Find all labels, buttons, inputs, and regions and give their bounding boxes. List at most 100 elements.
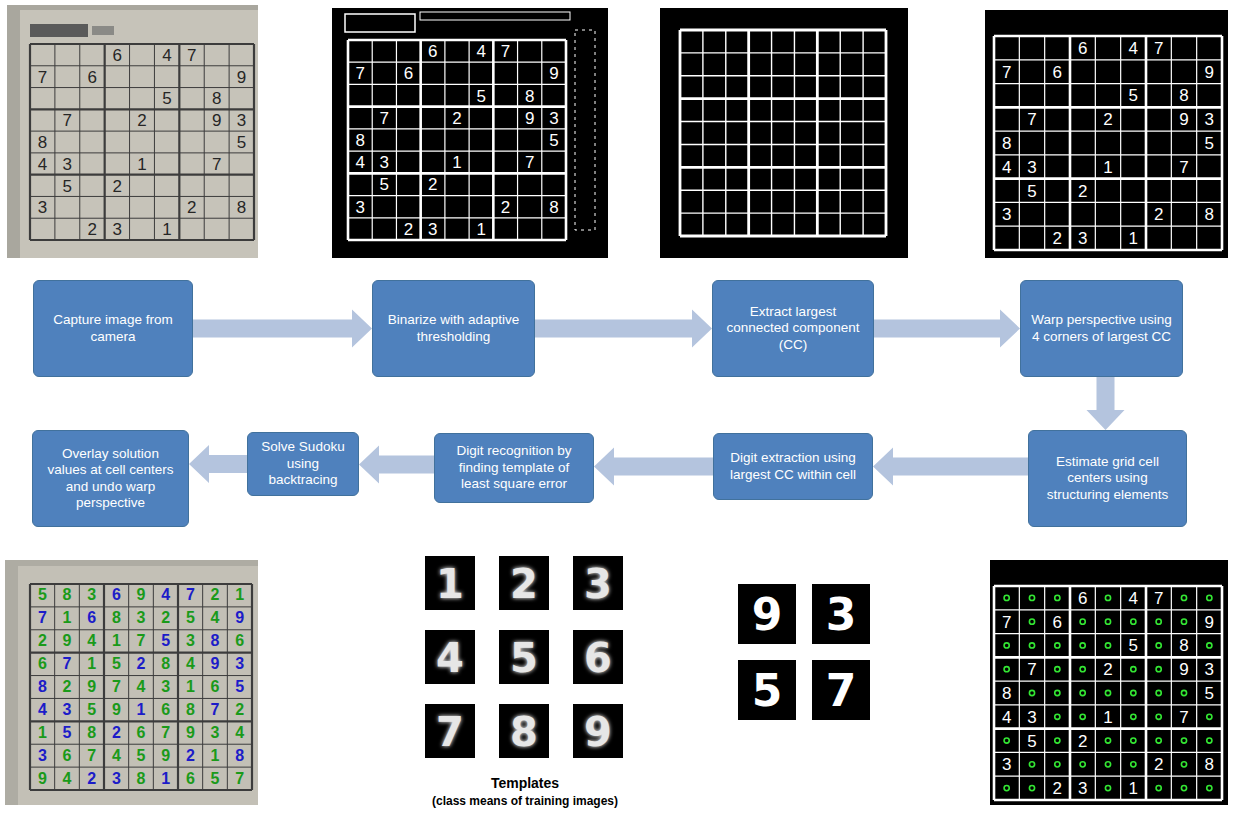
grid-line [444,40,445,240]
template-digit: 9 [584,712,612,752]
cell-center-dot [1131,619,1136,624]
photo-digit: 3 [112,221,121,238]
solution-digit: 3 [211,725,220,741]
cell-center-dot [1105,619,1110,624]
template-digit: 4 [436,638,464,678]
warped-digit: 1 [1103,708,1112,725]
extracted-digit: 7 [826,669,857,713]
box-label: Extract largest connected component (CC) [721,304,865,353]
binarized-digit: 7 [525,154,534,171]
solution-digit: 8 [235,748,244,764]
grid-line [348,128,566,129]
warped-digit: 5 [1129,87,1138,104]
solution-digit: 3 [186,633,195,649]
paper-header-bar [30,24,88,37]
grid-line [565,40,568,240]
solution-digit: 1 [112,633,121,649]
grid-line [1019,586,1020,800]
solution-digit: 8 [87,725,96,741]
grid-line [994,226,1222,227]
grid-line [994,776,1222,777]
solution-digit: 2 [112,725,121,741]
extracted-digit-square [738,584,796,644]
cell-center-dot [1207,786,1212,791]
cell-center-dot [1029,595,1034,600]
cell-center-dot [1029,643,1034,648]
grid-line [994,59,1222,60]
grid-line [1044,586,1045,800]
solution-digit: 6 [211,679,220,695]
solution-digit: 5 [211,771,220,787]
grid-line [79,44,80,240]
extracted-digit-square [738,660,796,720]
binarized-digit: 2 [404,220,413,237]
photo-digit: 2 [87,221,96,238]
grid-line [994,131,1222,132]
cell-center-dot [1156,786,1161,791]
grid-line [702,30,703,236]
warped-digit: 9 [1179,111,1188,128]
photo-digit: 7 [212,155,221,172]
solution-digit: 1 [87,656,96,672]
cell-center-dot [1156,667,1161,672]
grid-line [994,585,1222,588]
solution-digit: 3 [235,656,244,672]
grid-line [994,799,1222,802]
photo-digit: 2 [112,177,121,194]
solution-digit: 8 [38,679,47,695]
cell-center-dot [1156,738,1161,743]
box-label: Solve Sudoku using backtracing [256,439,350,488]
solution-digit: 1 [211,748,220,764]
grid-line [348,172,566,175]
photo-digit: 8 [237,199,246,216]
process-box: Binarize with adaptive thresholding [372,280,535,377]
binarized-digit: 6 [428,43,437,60]
grid-line [128,584,129,790]
grid-line [771,30,772,236]
warped-digit: 7 [1027,661,1036,678]
warped-digit: 8 [1179,87,1188,104]
binarized-digit: 2 [452,109,461,126]
solution-digit: 9 [112,702,121,718]
grid-line [680,75,886,76]
warped-digit: 8 [1002,135,1011,152]
solution-digit: 5 [63,725,72,741]
grid-line [1120,586,1121,800]
warped-digit: 4 [1002,708,1011,725]
binarized-digit: 5 [549,132,558,149]
template-square [499,630,549,684]
solution-digit: 9 [63,633,72,649]
grid-line [994,177,1222,180]
grid-centers-image [990,560,1228,805]
warped-digit: 3 [1027,158,1036,175]
warped-digit: 7 [1002,63,1011,80]
binarized-digit: 9 [549,65,558,82]
grid-line [994,633,1222,634]
grid-line [1221,36,1224,250]
template-square [573,556,623,610]
process-box: Extract largest connected component (CC) [712,280,874,377]
process-box: Capture image from camera [33,280,193,377]
grid-line [30,108,254,110]
cell-center-dot [1105,690,1110,695]
cell-center-dot [1181,595,1186,600]
box-label: Digit recognition by finding template of… [443,443,585,492]
binarized-digit: 9 [525,109,534,126]
solution-digit: 1 [38,725,47,741]
grid-line [1069,36,1072,250]
cell-center-dot [1004,738,1009,743]
grid-line [1095,586,1096,800]
cell-center-dot [1181,738,1186,743]
solution-digit: 1 [186,679,195,695]
solution-digit: 5 [161,633,170,649]
solution-digit: 3 [38,748,47,764]
solution-digit: 1 [235,587,244,603]
grid-line [129,44,130,240]
binarized-digit: 4 [476,43,485,60]
grid-line [680,212,886,213]
warped-digit: 1 [1129,230,1138,247]
warped-digit: 7 [1027,111,1036,128]
photo-digit: 3 [63,155,72,172]
grid-line [253,44,255,240]
